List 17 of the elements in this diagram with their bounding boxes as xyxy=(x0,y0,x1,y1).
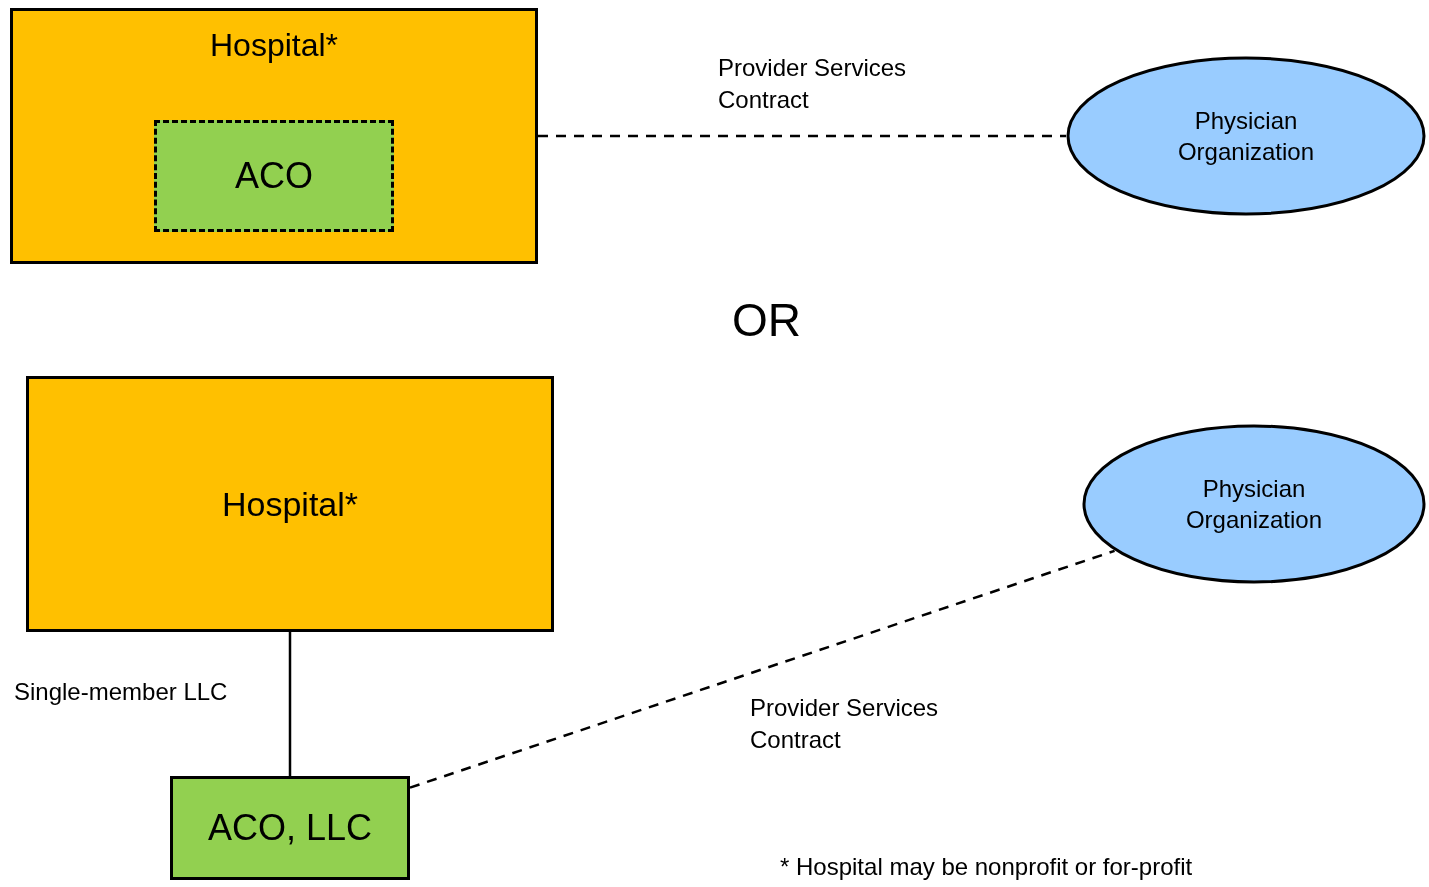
entity-box xyxy=(26,376,554,632)
footnote: * Hospital may be nonprofit or for-profit xyxy=(780,852,1193,882)
dashed-entity-box xyxy=(154,120,394,232)
connector-line xyxy=(538,134,1066,138)
node-label: ACO, LLC xyxy=(207,805,373,850)
organization-ellipse xyxy=(1082,424,1426,584)
node-label: Hospital* xyxy=(209,26,339,65)
organization-ellipse xyxy=(1066,56,1426,216)
node-label: Hospital* xyxy=(221,483,359,525)
entity-box xyxy=(10,8,538,264)
entity-box xyxy=(170,776,410,880)
node-label: Physician Organization xyxy=(1184,473,1324,535)
node-label: ACO xyxy=(235,153,313,198)
node-label: Physician Organization xyxy=(1176,105,1316,167)
separator-word: OR xyxy=(732,293,801,348)
connector-line xyxy=(409,549,1115,789)
connector-line xyxy=(288,632,292,776)
